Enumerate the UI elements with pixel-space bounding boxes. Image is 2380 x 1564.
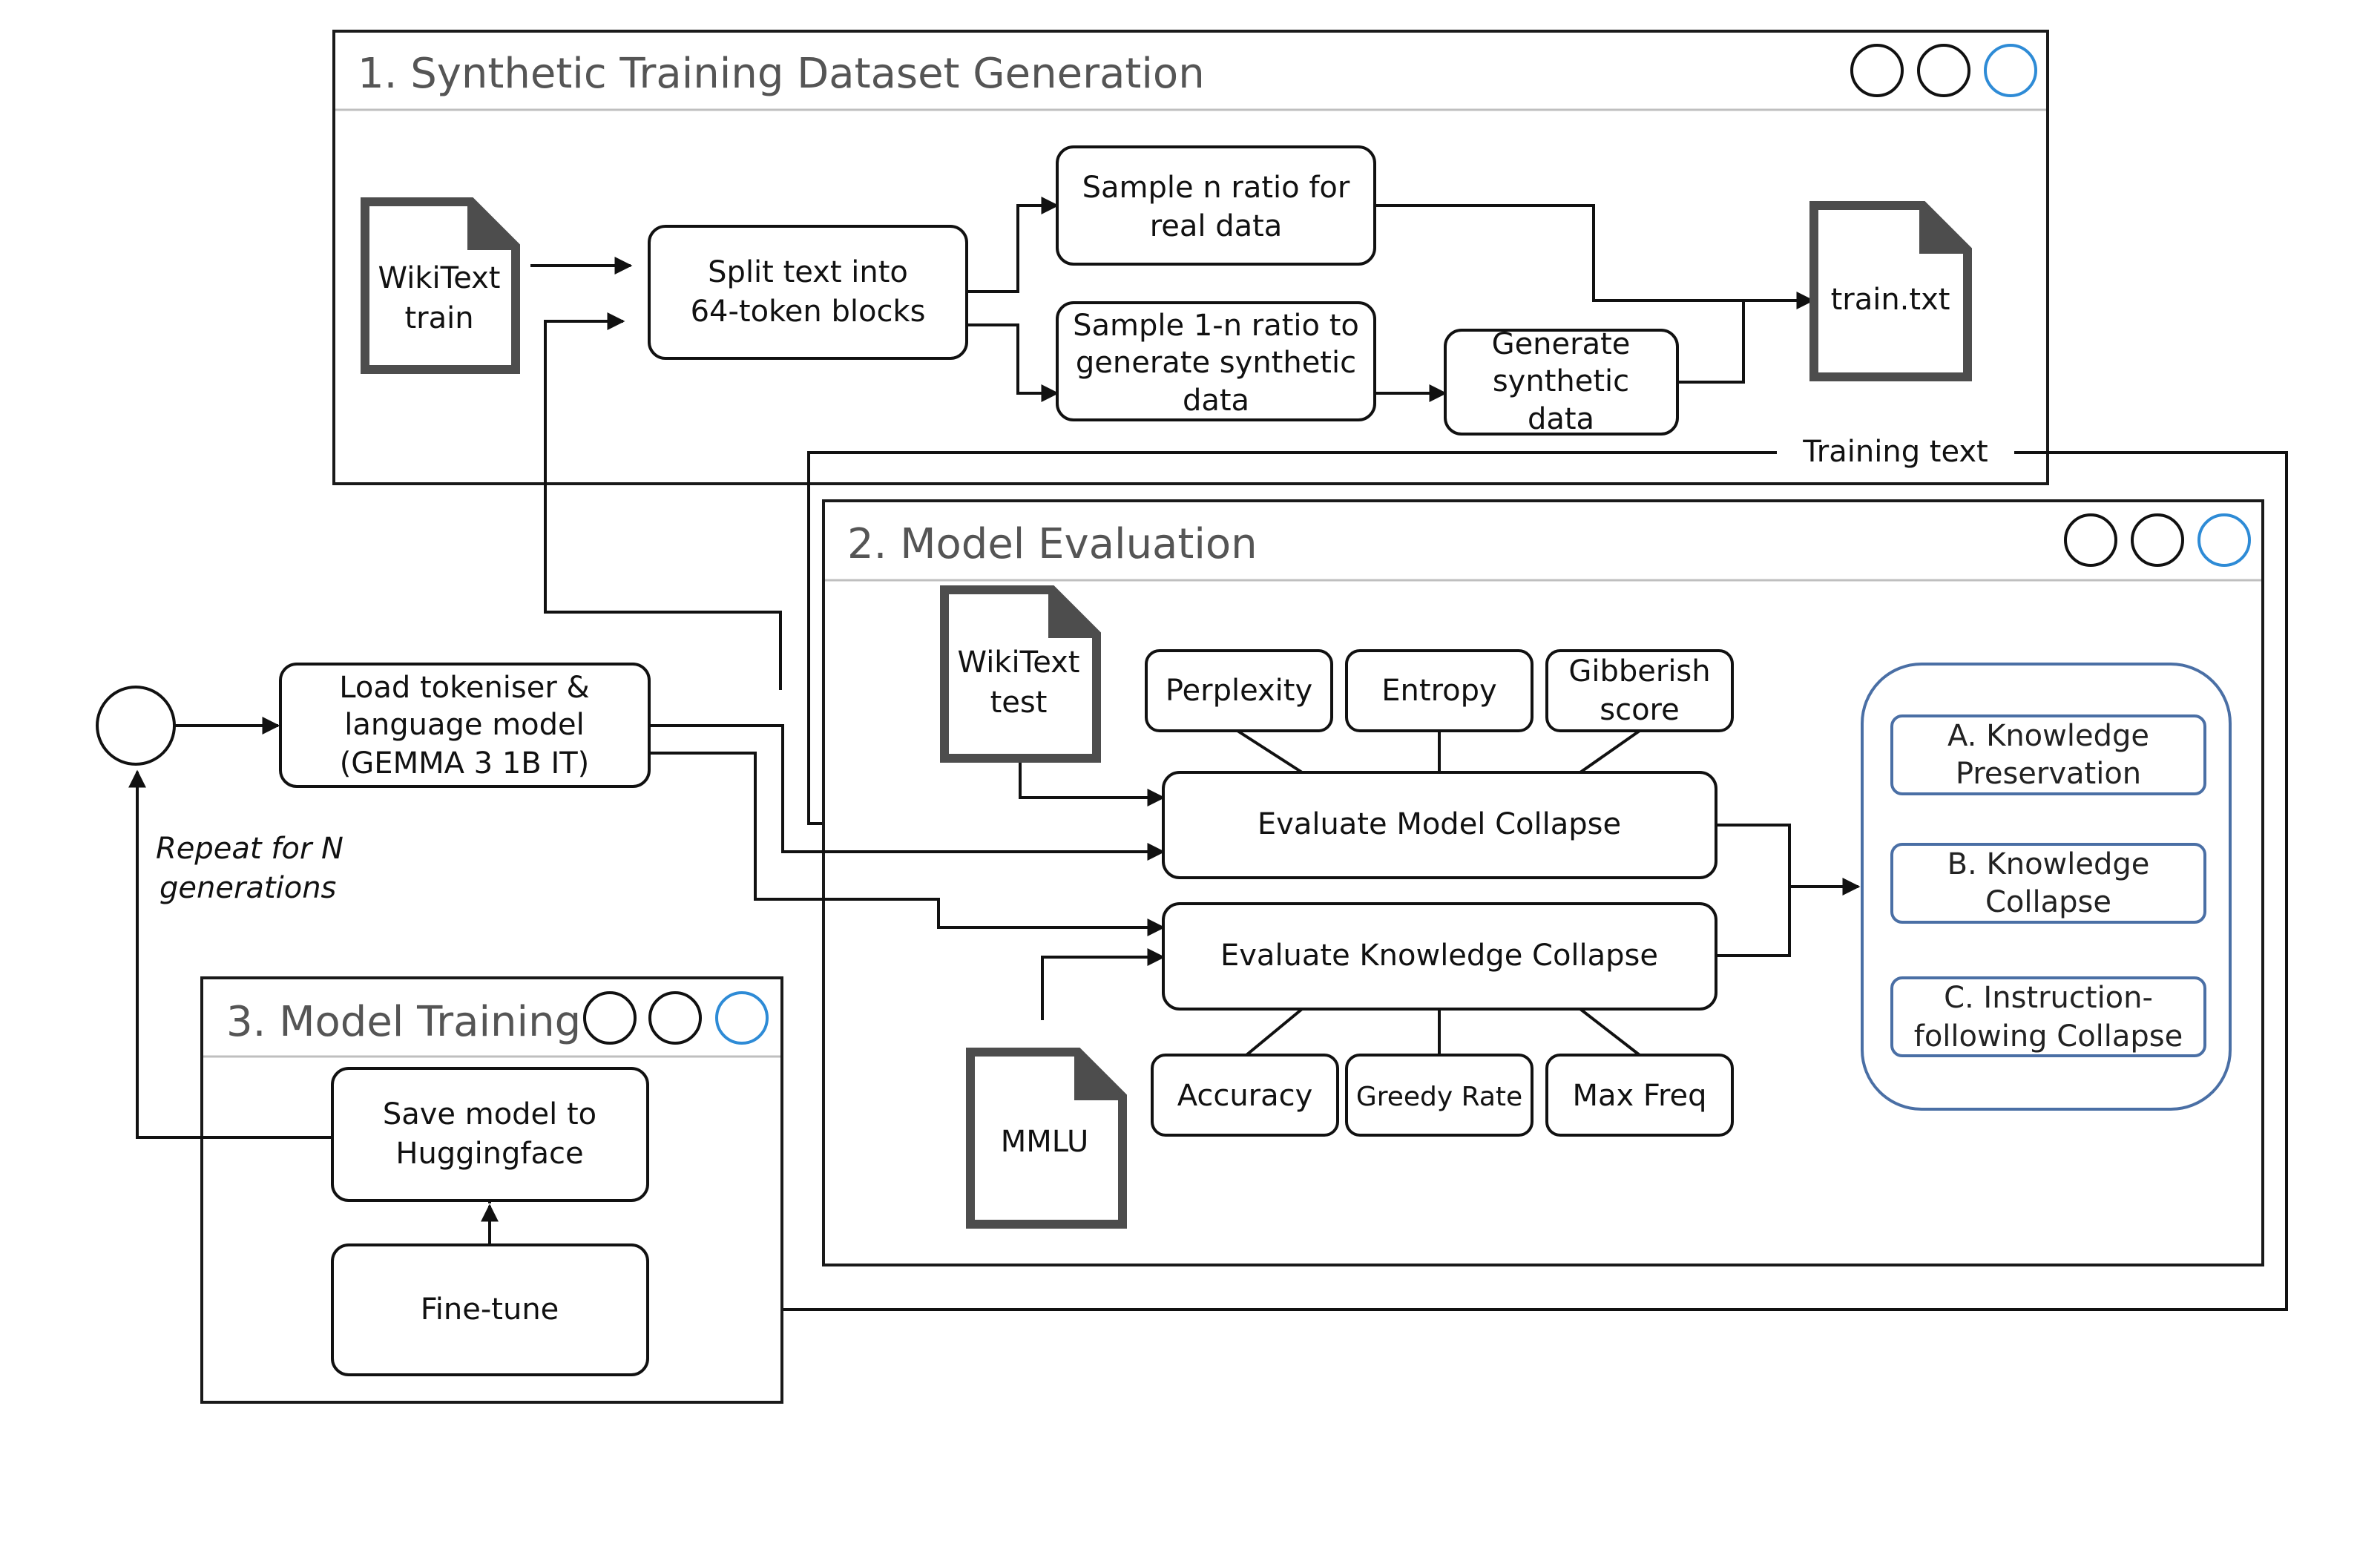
outcome-b-line-2: Collapse: [1985, 885, 2111, 919]
connector: [968, 197, 1059, 293]
generate-synthetic-line-1: Generate: [1492, 327, 1631, 361]
connector: [1717, 824, 1791, 957]
perplexity-label: Perplexity: [1166, 674, 1312, 708]
box-max-freq: Max Freq: [1545, 1054, 1734, 1137]
outcome-a-line-2: Preservation: [1956, 757, 2141, 791]
split-text-line-1: Split text into: [708, 255, 908, 289]
eval-model-collapse-label: Evaluate Model Collapse: [1258, 807, 1621, 841]
accuracy-label: Accuracy: [1177, 1079, 1313, 1113]
outcome-knowledge-preservation: A. Knowledge Preservation: [1890, 714, 2206, 795]
connector: [128, 769, 332, 1139]
repeat-label-line-1: Repeat for N: [156, 832, 343, 866]
doc-train-txt-label: train.txt: [1831, 283, 1950, 317]
doc-wikitext-train: WikiText train: [361, 197, 520, 374]
doc-wikitext-test-line-2: test: [990, 686, 1048, 720]
window-dot-icon: [1850, 44, 1904, 97]
window-dot-icon: [1917, 44, 1970, 97]
eval-knowledge-collapse-label: Evaluate Knowledge Collapse: [1220, 939, 1658, 973]
window-dot-icon: [715, 991, 769, 1045]
load-model-line-3: (GEMMA 3 1B IT): [340, 746, 590, 781]
panel-title-training: 3. Model Training: [226, 998, 581, 1046]
connector: [1245, 1008, 1304, 1057]
sample-synthetic-line-1: Sample 1-n ratio to: [1073, 309, 1359, 343]
connector: [1376, 204, 1815, 309]
greedy-rate-label: Greedy Rate: [1356, 1082, 1522, 1112]
repeat-label-line-2: generations: [160, 871, 336, 905]
entropy-label: Entropy: [1381, 674, 1496, 708]
doc-train-txt: train.txt: [1809, 201, 1972, 381]
connector: [1579, 1008, 1641, 1057]
load-model-line-2: language model: [344, 708, 585, 742]
doc-mmlu: MMLU: [966, 1048, 1127, 1229]
box-accuracy: Accuracy: [1151, 1054, 1339, 1137]
generate-synthetic-line-2: synthetic: [1493, 364, 1629, 398]
start-node: [96, 686, 176, 766]
doc-wikitext-test-line-1: WikiText: [958, 645, 1080, 680]
connector: [544, 312, 782, 690]
box-save-model: Save model to Huggingface: [331, 1067, 649, 1202]
connector: [968, 323, 1059, 402]
panel-title-evaluation: 2. Model Evaluation: [847, 520, 1258, 568]
connector: [1679, 300, 1745, 384]
box-greedy-rate: Greedy Rate: [1345, 1054, 1533, 1137]
box-eval-model-collapse: Evaluate Model Collapse: [1162, 771, 1717, 879]
doc-wikitext-train-line-1: WikiText: [378, 261, 501, 295]
connector: [1236, 729, 1304, 774]
connector: [651, 752, 1166, 936]
outcome-c-line-2: following Collapse: [1914, 1019, 2183, 1054]
outcome-knowledge-collapse: B. Knowledge Collapse: [1890, 843, 2206, 924]
sample-real-line-2: real data: [1150, 209, 1283, 243]
save-model-line-2: Huggingface: [395, 1137, 583, 1171]
doc-mmlu-label: MMLU: [1001, 1125, 1089, 1159]
doc-wikitext-test: WikiText test: [940, 585, 1101, 763]
sample-synthetic-line-3: data: [1183, 384, 1249, 418]
outcome-instruction-following-collapse: C. Instruction- following Collapse: [1890, 976, 2206, 1057]
training-text-label: Training text: [1802, 435, 1988, 469]
box-sample-real: Sample n ratio for real data: [1056, 145, 1376, 266]
save-model-line-1: Save model to: [383, 1097, 596, 1131]
generate-synthetic-line-3: data: [1528, 402, 1594, 436]
outcome-b-line-1: B. Knowledge: [1947, 847, 2150, 881]
box-split-text: Split text into 64-token blocks: [648, 225, 968, 360]
window-dot-icon: [583, 991, 637, 1045]
fine-tune-label: Fine-tune: [421, 1292, 559, 1327]
outcome-c-line-1: C. Instruction-: [1944, 981, 2153, 1015]
box-eval-knowledge-collapse: Evaluate Knowledge Collapse: [1162, 902, 1717, 1011]
load-model-line-1: Load tokeniser &: [339, 671, 589, 705]
connector: [1019, 763, 1166, 806]
sample-synthetic-line-2: generate synthetic: [1076, 346, 1356, 380]
outcome-a-line-1: A. Knowledge: [1947, 719, 2149, 753]
connectors: [128, 197, 1861, 1245]
box-gibberish: Gibberish score: [1545, 649, 1734, 732]
gibberish-line-1: Gibberish: [1568, 654, 1710, 689]
window-dot-icon: [2131, 513, 2184, 567]
connector: [1579, 729, 1641, 774]
sample-real-line-1: Sample n ratio for: [1082, 171, 1350, 205]
doc-wikitext-train-line-2: train: [404, 301, 473, 335]
box-generate-synthetic: Generate synthetic data: [1444, 327, 1679, 436]
window-dot-icon: [648, 991, 702, 1045]
gibberish-line-2: score: [1600, 693, 1679, 727]
window-dot-icon: [1984, 44, 2037, 97]
box-load-model: Load tokeniser & language model (GEMMA 3…: [279, 663, 651, 788]
connector: [1041, 948, 1166, 1020]
box-fine-tune: Fine-tune: [331, 1243, 649, 1376]
split-text-line-2: 64-token blocks: [691, 295, 926, 329]
window-dot-icon: [2064, 513, 2117, 567]
max-freq-label: Max Freq: [1572, 1079, 1706, 1113]
window-dot-icon: [2197, 513, 2251, 567]
box-perplexity: Perplexity: [1145, 649, 1333, 732]
box-sample-synthetic: Sample 1-n ratio to generate synthetic d…: [1056, 301, 1376, 421]
box-entropy: Entropy: [1345, 649, 1533, 732]
training-text-to-finetune-connector: [651, 451, 2288, 1318]
panel-title-generation: 1. Synthetic Training Dataset Generation: [358, 50, 1205, 98]
connector: [651, 724, 1166, 861]
